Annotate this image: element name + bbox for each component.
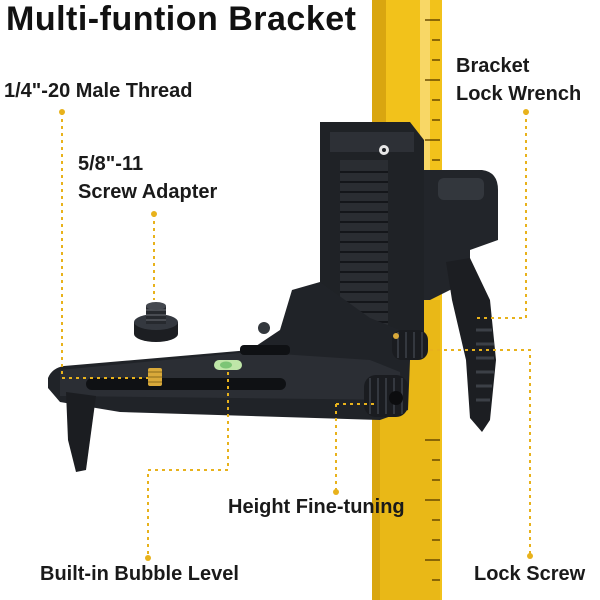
leader-male-thread — [61, 112, 148, 379]
lock-screw-knob — [392, 330, 428, 360]
page-title: Multi-funtion Bracket — [6, 0, 357, 38]
leader-endpoints — [59, 109, 533, 561]
label-lock-wrench-line2: Lock Wrench — [456, 83, 582, 105]
base-arm — [48, 282, 410, 472]
mounting-plate — [320, 122, 424, 352]
leader-lock-screw — [430, 349, 531, 556]
label-lock-screw: Lock Screw — [474, 563, 586, 585]
height-fine-tuning-knob — [364, 375, 408, 417]
label-lock-wrench-line1: Bracket — [456, 55, 530, 77]
leader-bubble-level — [147, 372, 229, 558]
label-male-thread: 1/4"-20 Male Thread — [4, 80, 193, 102]
lock-wrench-lever — [446, 258, 496, 432]
bracket-clamp — [418, 170, 498, 432]
label-height-tuning: Height Fine-tuning — [228, 496, 405, 518]
screw-adapter — [134, 302, 178, 342]
label-lock-wrench: Bracket Lock Wrench — [456, 52, 581, 108]
label-screw-adapter-line1: 5/8"-11 — [78, 153, 144, 175]
label-screw-adapter-line2: Screw Adapter — [78, 181, 218, 203]
label-screw-adapter: 5/8"-11 Screw Adapter — [78, 150, 217, 206]
leader-lines — [61, 112, 531, 558]
pole-scale-ticks — [425, 19, 440, 581]
bracket-foot — [66, 392, 96, 472]
label-bubble-level: Built-in Bubble Level — [40, 563, 239, 585]
leader-lock-wrench — [476, 112, 527, 319]
